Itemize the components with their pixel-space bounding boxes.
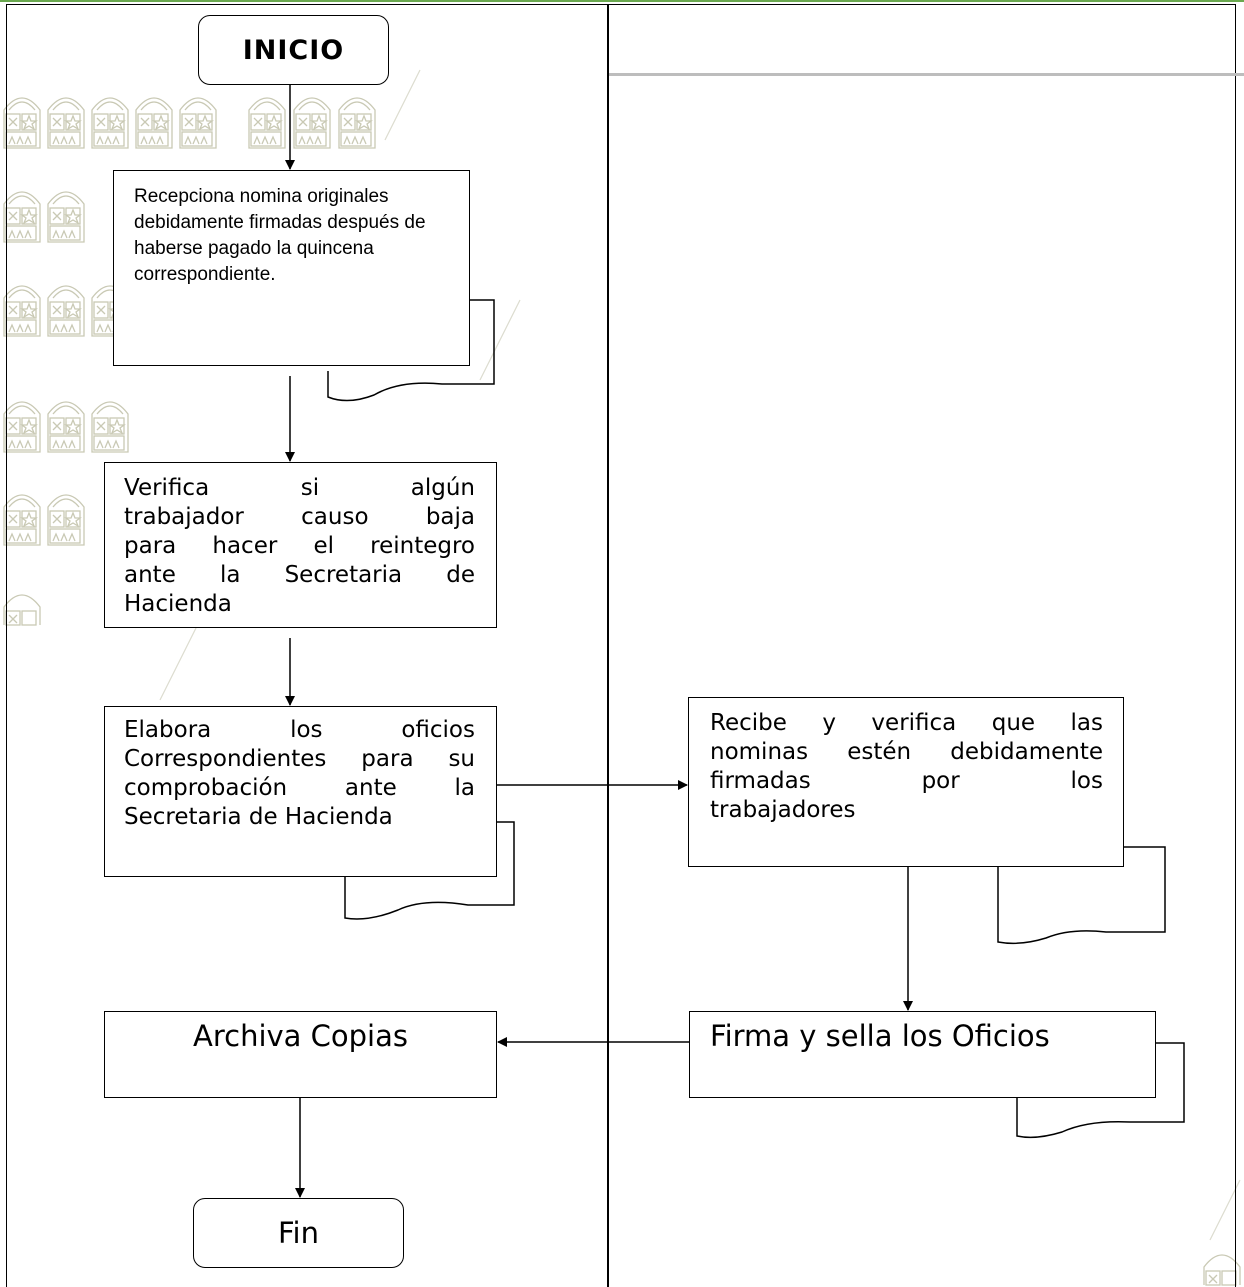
start-label: INICIO xyxy=(242,34,345,66)
step-receive-payroll-text: Recepciona nomina originales debidamente… xyxy=(134,186,426,285)
document-shape xyxy=(327,299,495,402)
top-accent-line xyxy=(0,0,1244,2)
step-archive xyxy=(104,1011,497,1098)
step-receive-payroll xyxy=(113,170,470,366)
end-label: Fin xyxy=(277,1216,319,1250)
step-verify-worker xyxy=(104,462,497,628)
document-shape xyxy=(344,821,515,920)
step-receive-verify-text: Recibe y verifica que las nominas estén … xyxy=(710,710,1103,823)
start-terminal: INICIO xyxy=(198,15,389,85)
step-sign-seal xyxy=(689,1011,1156,1098)
step-receive-verify xyxy=(688,697,1124,867)
lane-header-line xyxy=(609,73,1244,76)
step-prepare-letters-text: Elabora los oficios Correspondientes par… xyxy=(124,717,475,830)
step-sign-seal-text: Firma y sella los Oficios xyxy=(710,1019,1050,1053)
step-prepare-letters xyxy=(104,706,497,877)
state-emblem-icon xyxy=(3,69,1241,1286)
step-archive-text: Archiva Copias xyxy=(193,1019,408,1053)
swimlane-divider xyxy=(607,4,609,1287)
step-verify-worker-text: Verifica si algún trabajador causo baja … xyxy=(124,475,475,617)
diagram-frame xyxy=(6,4,1236,1287)
end-terminal: Fin xyxy=(193,1198,404,1268)
document-shape xyxy=(1016,1042,1185,1139)
document-shape xyxy=(997,846,1166,945)
